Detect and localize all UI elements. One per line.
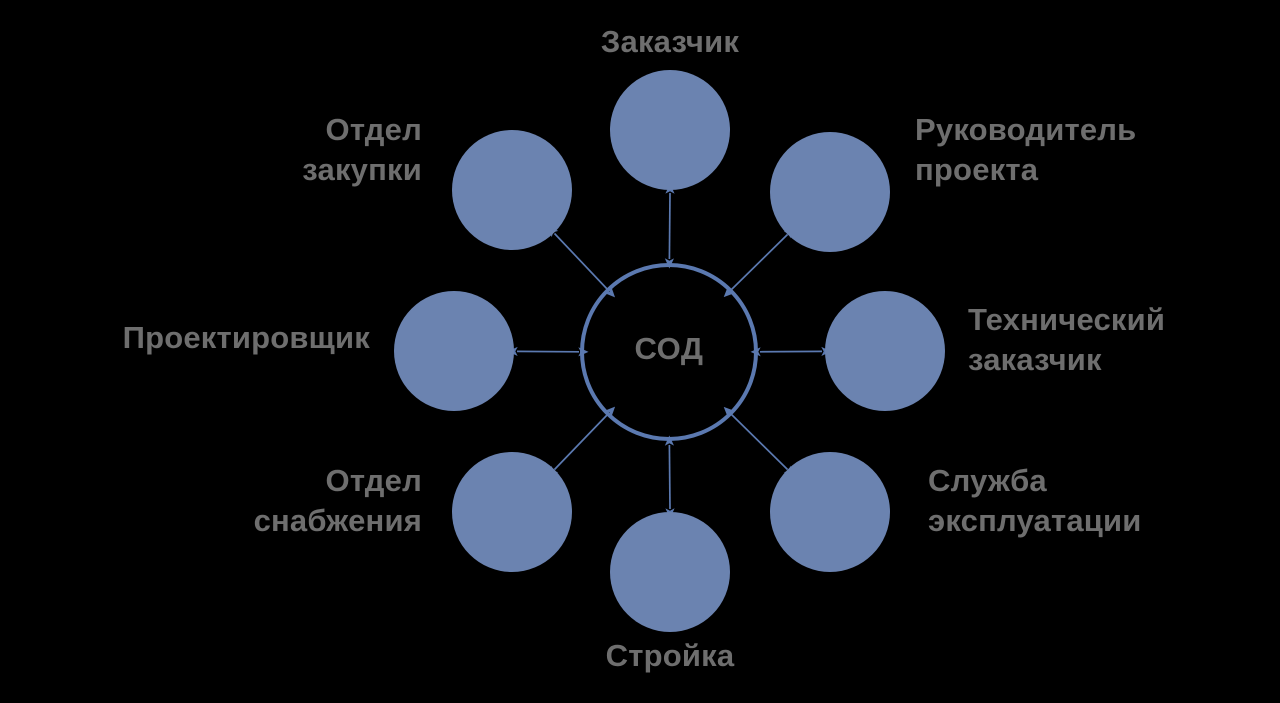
node-circle-sluzhba-ekspluatacii[interactable] (770, 452, 890, 572)
node-label-otdel-snabzheniya: Отдел снабжения (253, 463, 422, 538)
node-circle-otdel-snabzheniya[interactable] (452, 452, 572, 572)
hub-circle-sod[interactable] (580, 263, 758, 441)
node-circle-tehnicheskiy-zakazchik[interactable] (825, 291, 945, 411)
node-label-stroyka: Стройка (605, 638, 735, 673)
node-label-sluzhba-ekspluatacii: Служба эксплуатации (928, 463, 1142, 538)
node-label-proektirovshchik: Проектировщик (122, 320, 370, 355)
satellite-node-group (394, 70, 945, 632)
connector-rukovoditel-proekta (723, 227, 795, 298)
node-circle-otdel-zakupki[interactable] (452, 130, 572, 250)
node-circle-proektirovshchik[interactable] (394, 291, 514, 411)
node-label-otdel-zakupki: Отдел закупки (302, 112, 422, 187)
node-circle-rukovoditel-proekta[interactable] (770, 132, 890, 252)
node-label-rukovoditel-proekta: Руководитель проекта (915, 112, 1137, 187)
hub-label-sod: СОД (634, 331, 704, 366)
node-label-zakazchik: Заказчик (600, 24, 740, 59)
node-label-tehnicheskiy-zakazchik: Технический заказчик (968, 302, 1166, 377)
connector-otdel-snabzheniya (547, 406, 616, 477)
connector-otdel-zakupki (547, 226, 616, 298)
node-circle-zakazchik[interactable] (610, 70, 730, 190)
connector-group (507, 183, 832, 519)
connector-stroyka (664, 435, 675, 519)
connector-sluzhba-ekspluatacii (723, 406, 795, 477)
node-circle-stroyka[interactable] (610, 512, 730, 632)
connector-zakazchik (664, 183, 675, 269)
